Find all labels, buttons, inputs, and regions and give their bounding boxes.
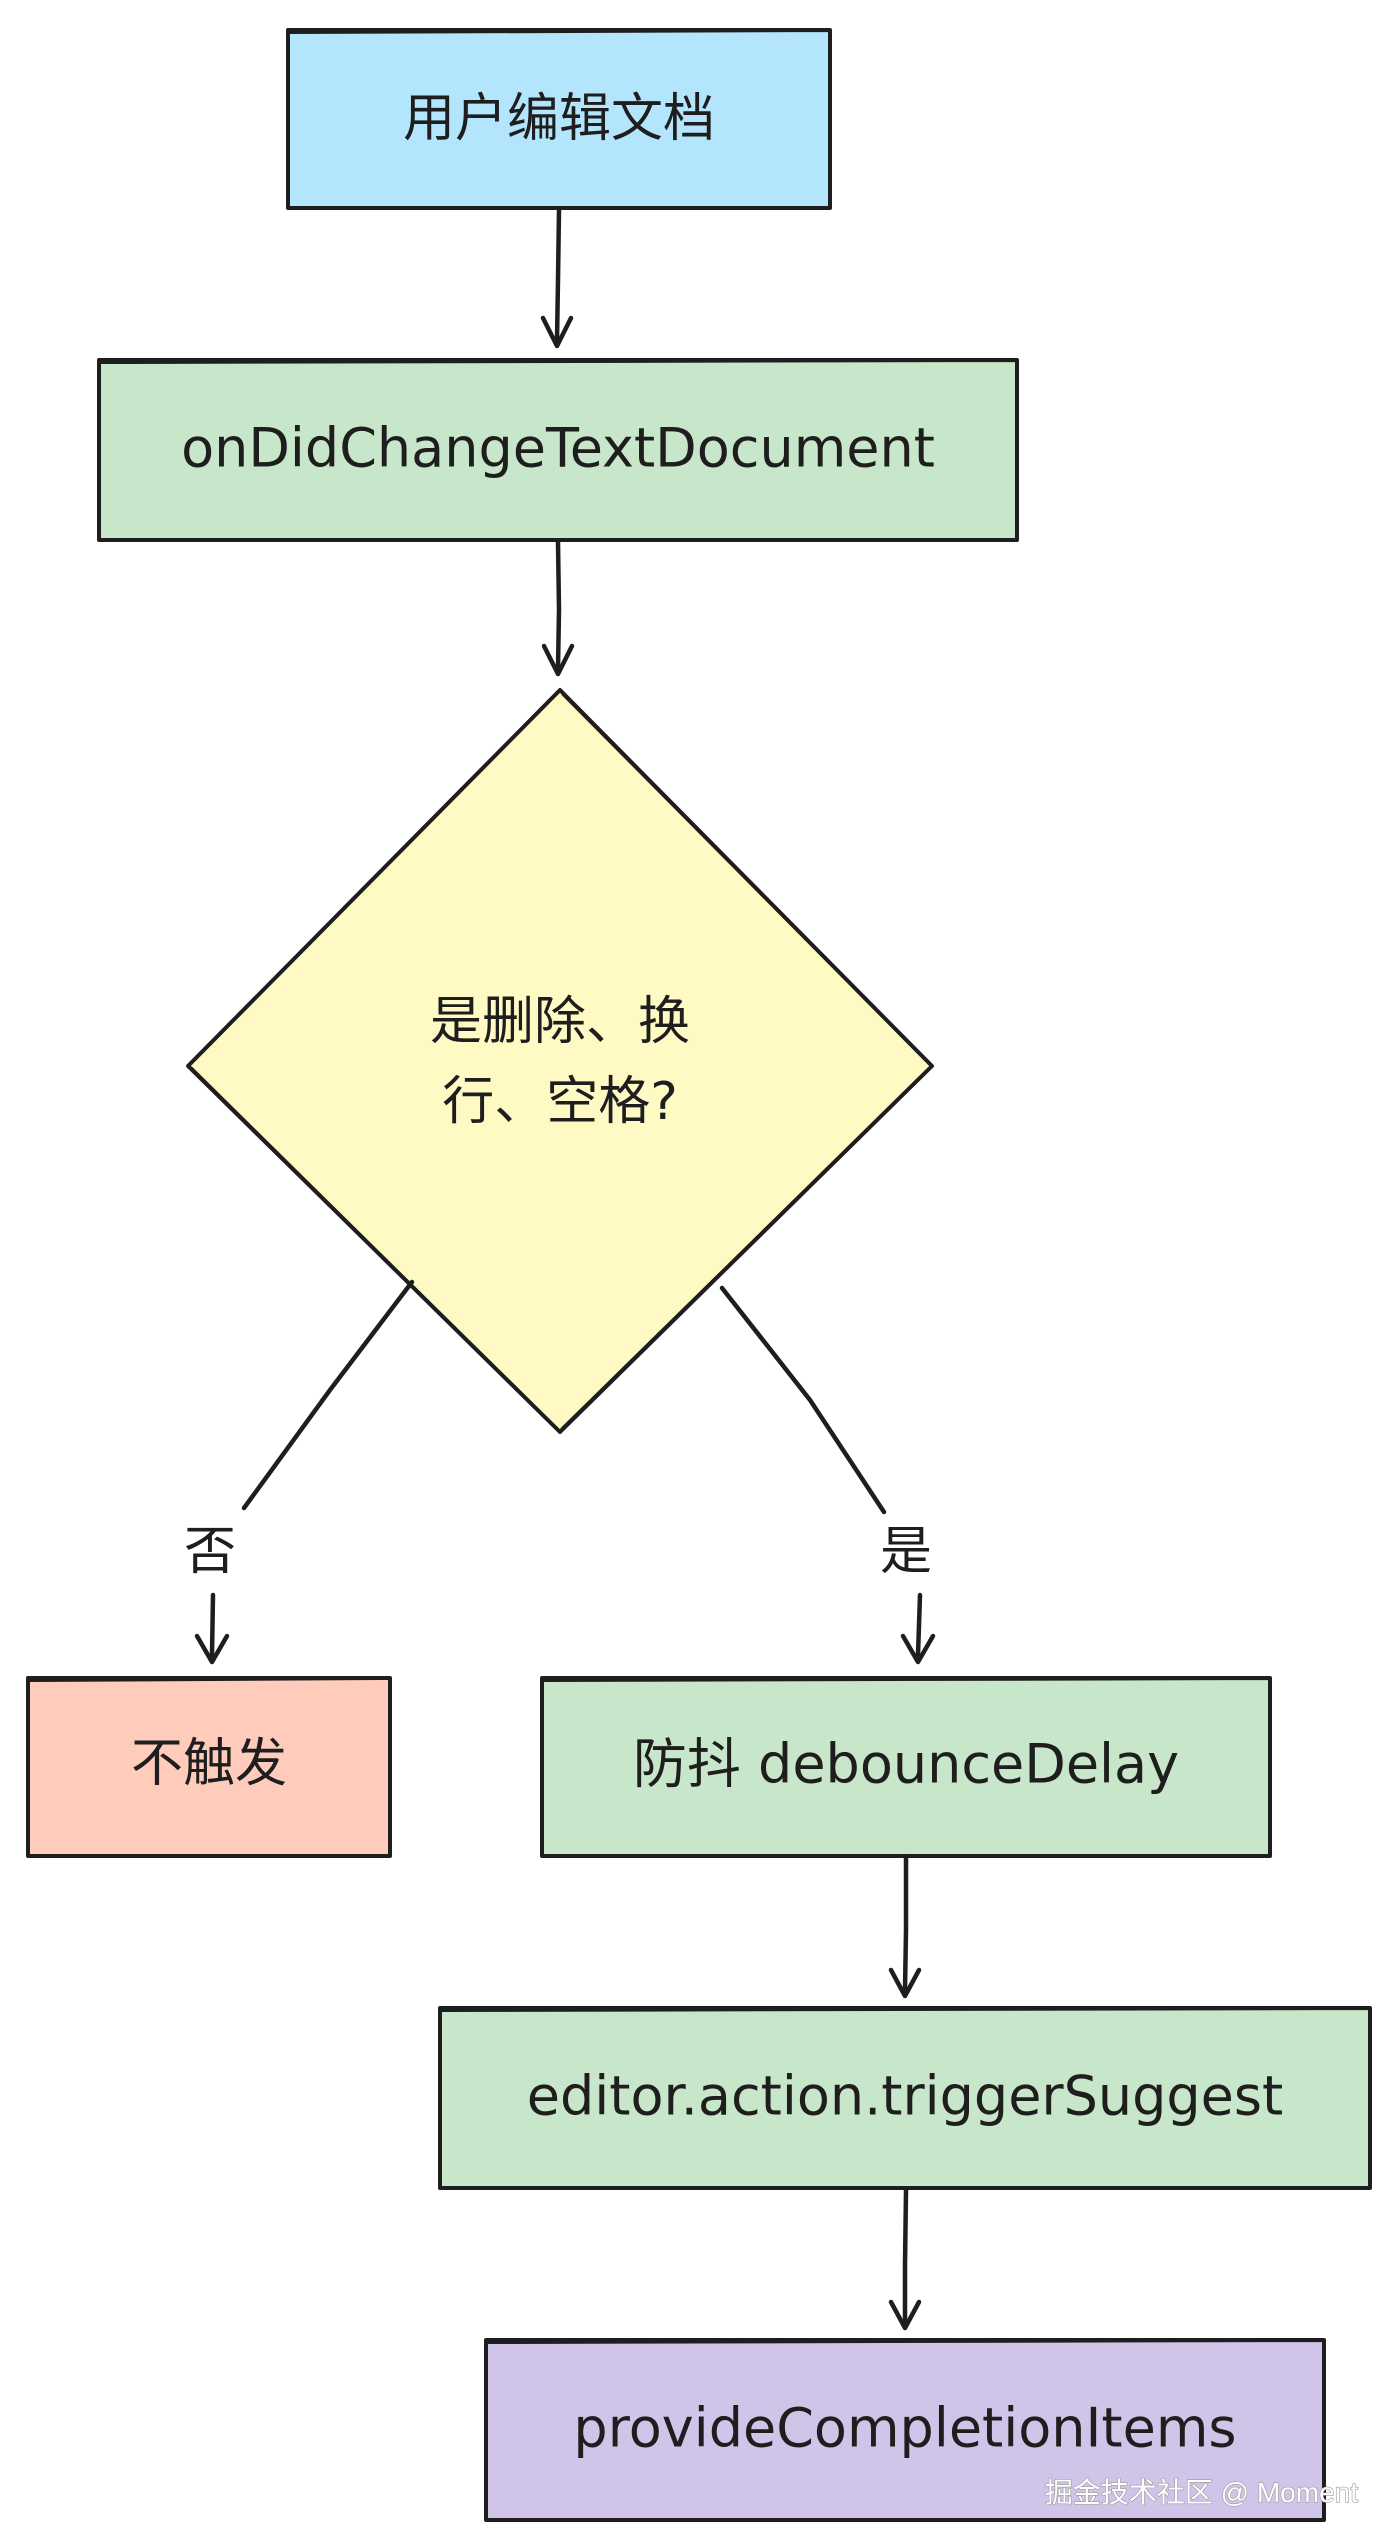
- edge-debounce-to-trigger: [902, 1855, 909, 1993]
- edge-trigger-to-provide: [902, 2187, 909, 2325]
- node-on-change-label: onDidChangeTextDocument: [181, 417, 935, 480]
- node-provide-items: provideCompletionItems: [484, 2338, 1326, 2522]
- edge-yes-label: 是: [880, 1522, 932, 1582]
- edge-change-to-decision-arrowhead: [541, 643, 575, 677]
- node-no-trigger-label: 不触发: [131, 1734, 287, 1794]
- edge-decision-to-yes-arrowhead: [900, 1633, 936, 1665]
- edge-change-to-decision: [555, 539, 562, 671]
- node-user-edit: 用户编辑文档: [286, 28, 832, 210]
- edge-trigger-to-provide-arrowhead: [888, 2299, 922, 2331]
- edge-decision-to-no-arrowhead: [194, 1633, 230, 1665]
- node-on-change: onDidChangeTextDocument: [97, 358, 1019, 542]
- node-decision: 是删除、换 行、空格?: [186, 688, 934, 1434]
- watermark-text: 掘金技术社区 @ Moment: [1045, 2477, 1358, 2508]
- edge-no-label: 否: [184, 1522, 236, 1582]
- node-no-trigger: 不触发: [26, 1676, 392, 1858]
- node-user-edit-label: 用户编辑文档: [403, 89, 715, 149]
- node-trigger-suggest-label: editor.action.triggerSuggest: [527, 2065, 1283, 2128]
- node-decision-label-line2: 行、空格?: [442, 1072, 678, 1132]
- edge-edit-to-change: [554, 207, 562, 343]
- node-decision-label-line1: 是删除、换: [430, 992, 690, 1052]
- node-trigger-suggest: editor.action.triggerSuggest: [438, 2006, 1372, 2190]
- edge-decision-to-yes-lower: [915, 1592, 923, 1658]
- edge-decision-to-yes: [719, 1285, 887, 1515]
- edge-decision-to-no-lower: [209, 1592, 216, 1658]
- edge-edit-to-change-arrowhead: [540, 315, 574, 349]
- edge-debounce-to-trigger-arrowhead: [888, 1967, 922, 1999]
- node-debounce: 防抖 debounceDelay: [540, 1676, 1272, 1858]
- edge-decision-to-no: [241, 1279, 415, 1511]
- node-debounce-label: 防抖 debounceDelay: [633, 1733, 1179, 1796]
- node-provide-items-label: provideCompletionItems: [573, 2397, 1236, 2460]
